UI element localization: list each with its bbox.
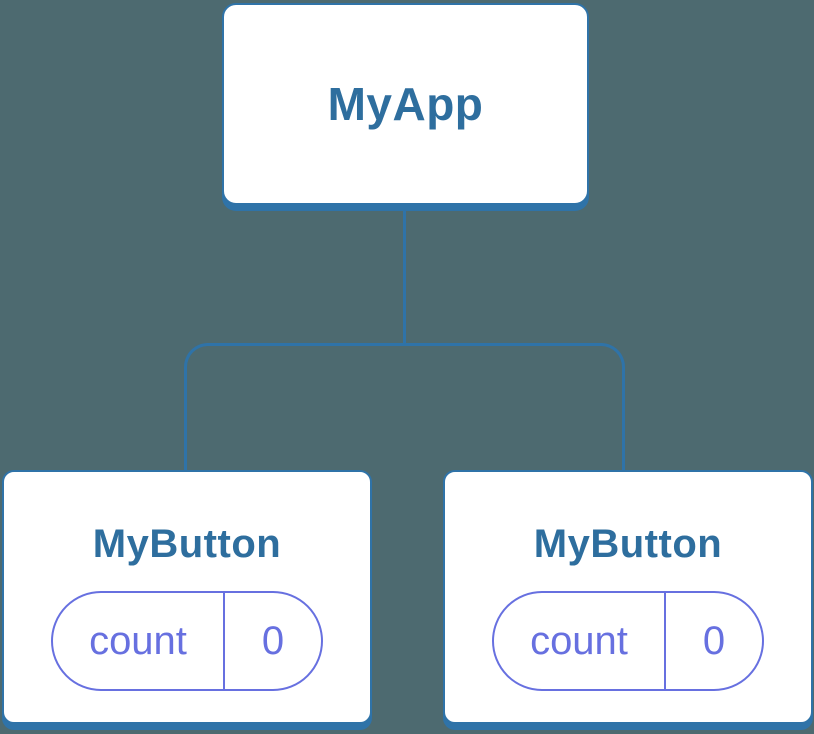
connector-branch-bracket [184,343,625,470]
state-value: 0 [702,618,726,663]
child-node-mybutton-left: MyButton count 0 [2,470,372,724]
state-pill: count 0 [492,591,764,691]
state-key-label: count [53,593,225,689]
root-node-myapp: MyApp [222,3,589,205]
state-key-label: count [494,593,666,689]
child-node-label: MyButton [92,522,282,566]
state-pill: count 0 [51,591,323,691]
root-node-label: MyApp [327,78,484,130]
connector-stem-line [403,209,406,345]
child-node-label: MyButton [533,522,723,566]
state-value: 0 [261,618,285,663]
child-node-mybutton-right: MyButton count 0 [443,470,813,724]
